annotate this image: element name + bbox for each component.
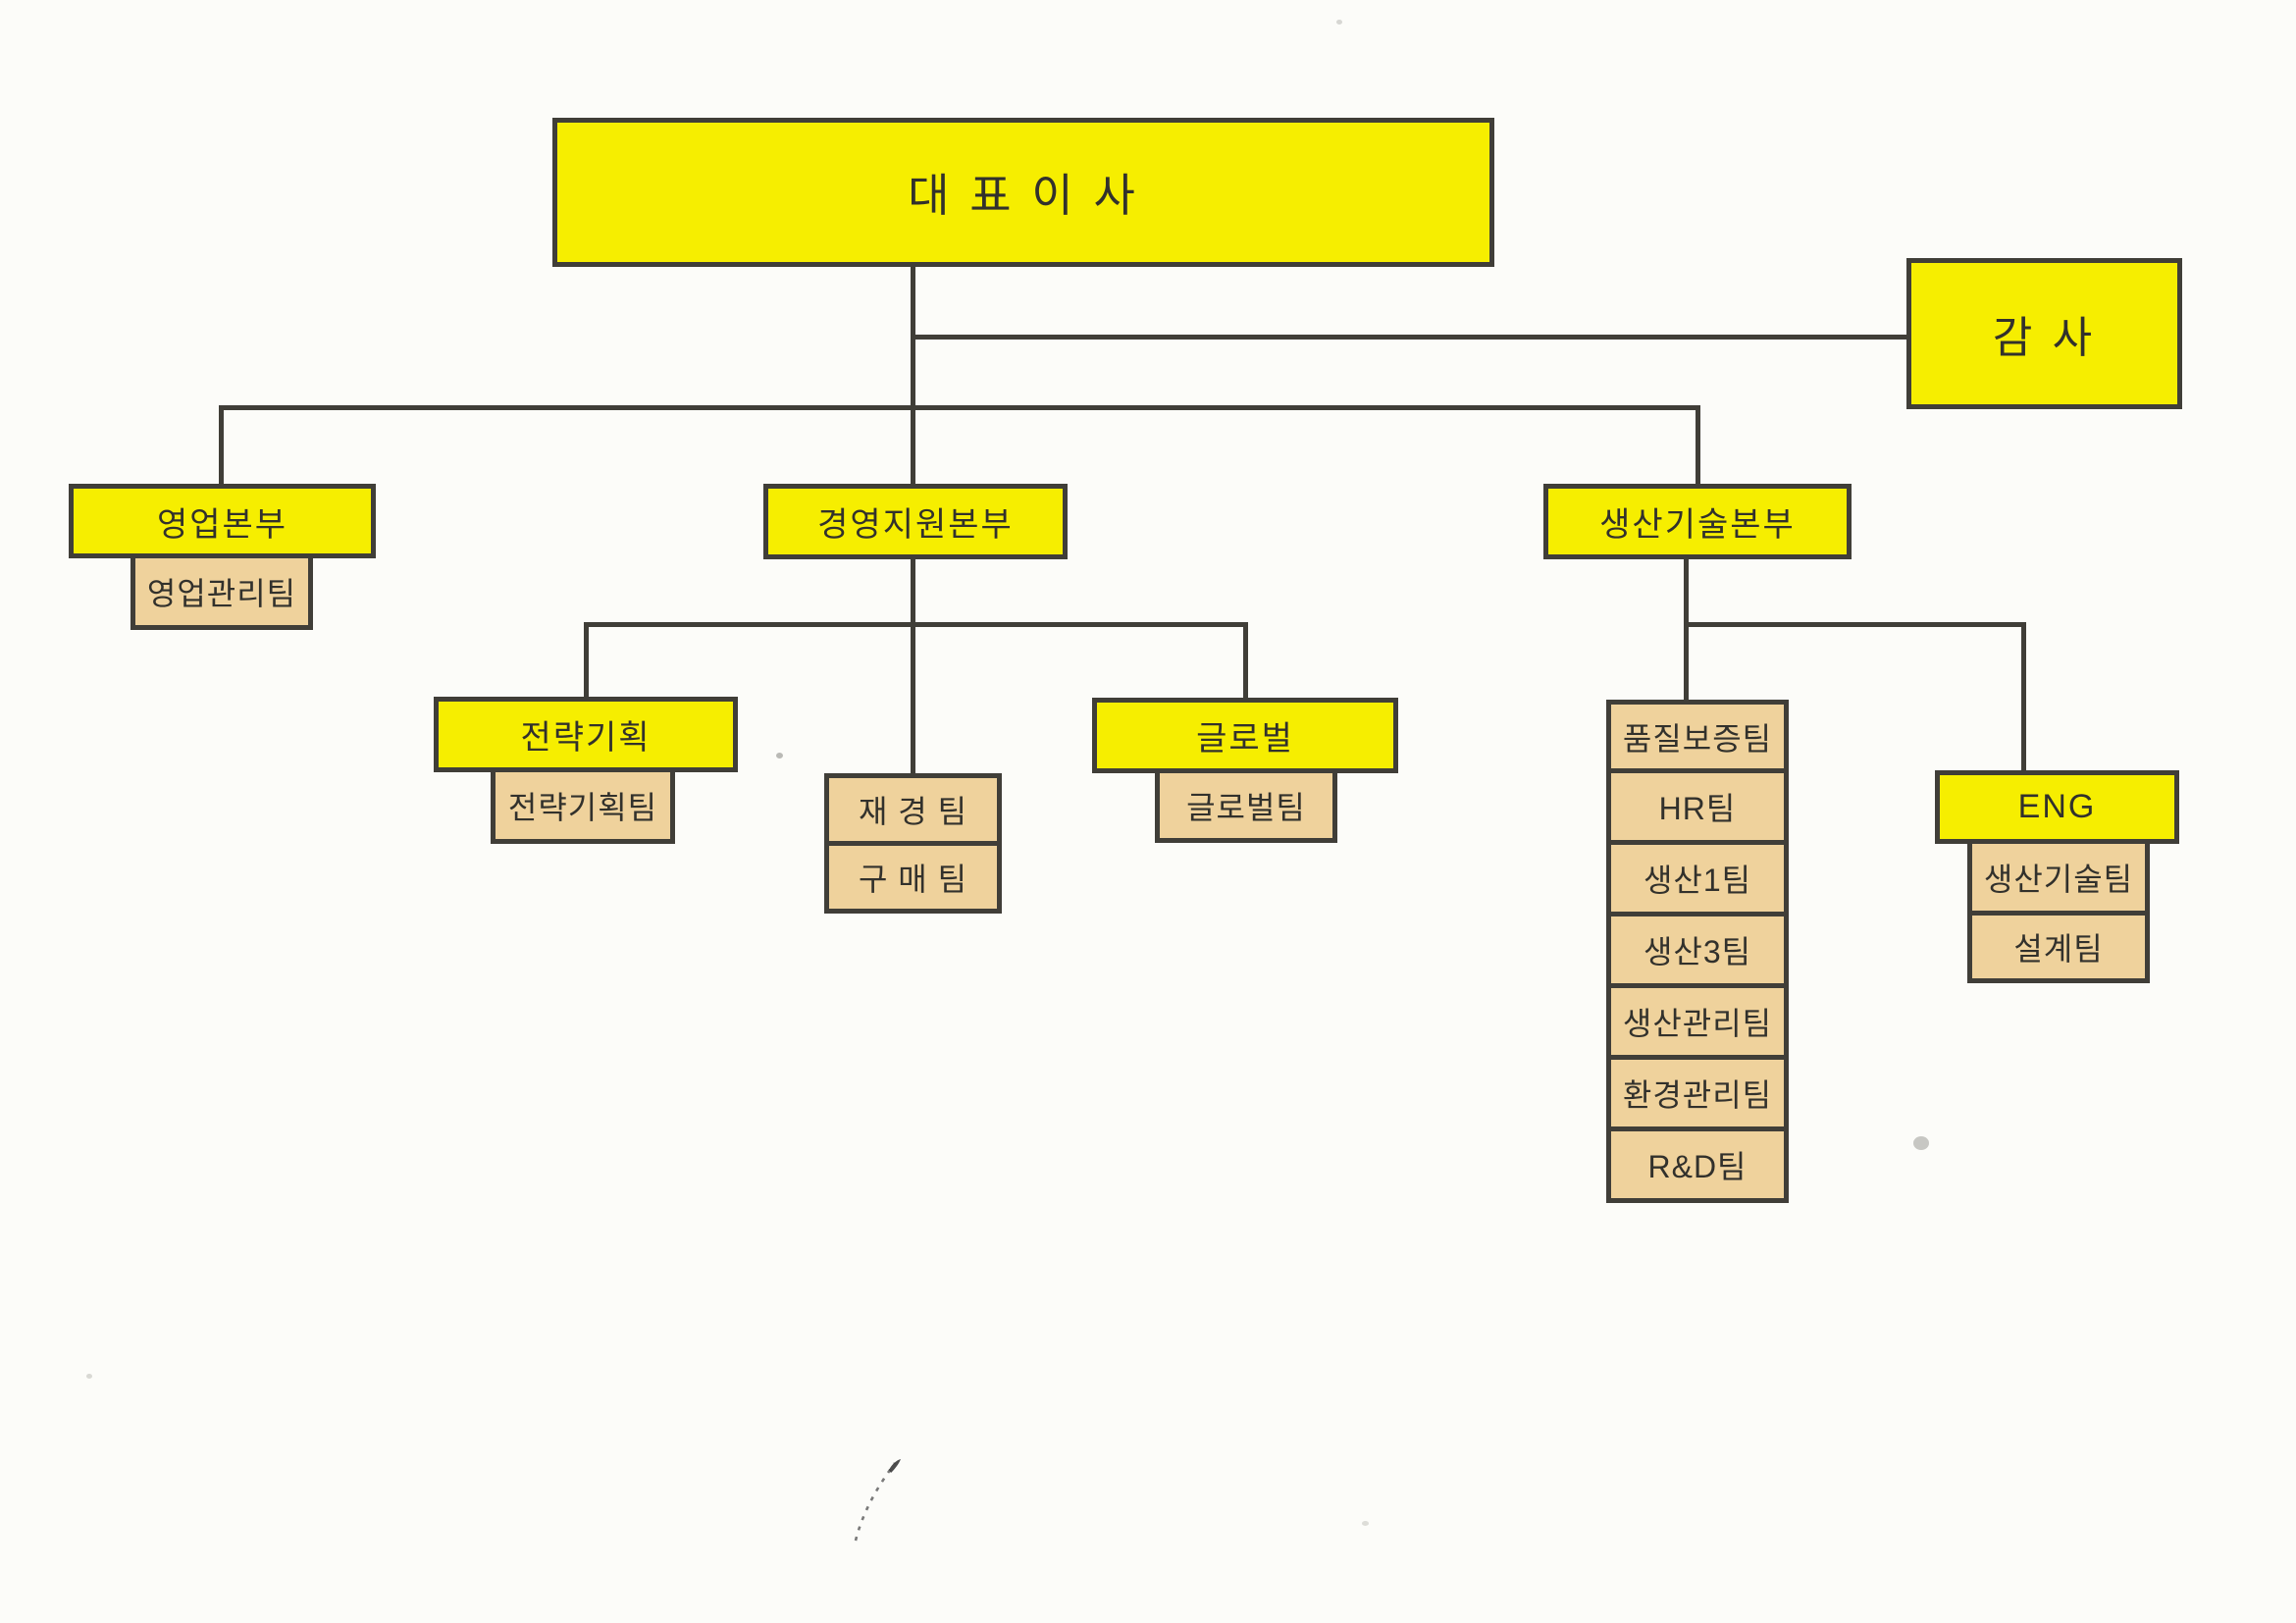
connector-main-rail-line <box>219 405 1700 410</box>
connector-finance-drop-line <box>911 622 915 777</box>
scan-speck <box>1362 1521 1369 1526</box>
connector-eng-drop-line <box>2021 622 2026 774</box>
team-production-technology: 생산기술팀 <box>1983 862 2134 897</box>
node-strategic-planning-team: 전략기획팀 <box>491 767 675 844</box>
connector-prodtech-rail-line <box>1684 622 2026 627</box>
team-production-3: 생산3팀 <box>1611 912 1784 983</box>
strategic-planning-team-label: 전략기획팀 <box>507 790 658 825</box>
scan-speck <box>776 753 783 759</box>
connector-global-drop-line <box>1243 622 1248 702</box>
team-purchasing: 구 매 팀 <box>829 841 997 909</box>
node-auditor: 감 사 <box>1906 258 2182 409</box>
connector-teamcolumn-drop-line <box>1684 622 1689 704</box>
management-support-division-label: 경영지원본부 <box>817 506 1014 544</box>
connector-mgmt-rail-line <box>584 622 1248 627</box>
ceo-label: 대 표 이 사 <box>908 170 1139 221</box>
scan-speck <box>86 1374 92 1379</box>
production-teams-stack: 품질보증팀 HR팀 생산1팀 생산3팀 생산관리팀 환경관리팀 R&D팀 <box>1606 700 1789 1203</box>
node-management-support-division: 경영지원본부 <box>763 484 1068 559</box>
connector-ceo-vertical-line <box>911 263 915 486</box>
connector-strategy-drop-line <box>584 622 589 701</box>
scan-speck <box>1336 20 1342 25</box>
node-strategic-planning: 전략기획 <box>434 697 738 772</box>
global-team-label: 글로벌팀 <box>1186 790 1306 825</box>
team-quality-assurance: 품질보증팀 <box>1622 720 1773 757</box>
team-production-1: 생산1팀 <box>1611 840 1784 912</box>
eng-teams-stack: 생산기술팀 설계팀 <box>1967 839 2150 983</box>
connector-prodtech-vertical-line <box>1684 557 1689 626</box>
team-environment-management: 환경관리팀 <box>1611 1055 1784 1126</box>
sales-division-label: 영업본부 <box>156 505 288 544</box>
auditor-label: 감 사 <box>1992 314 2097 362</box>
node-global: 글로벌 <box>1092 698 1398 773</box>
team-design: 설계팀 <box>1972 911 2145 978</box>
node-global-team: 글로벌팀 <box>1155 768 1337 843</box>
strategic-planning-label: 전략기획 <box>520 719 652 757</box>
node-sales-management-team: 영업관리팀 <box>130 553 313 630</box>
node-eng: ENG <box>1935 770 2179 844</box>
scan-speck <box>1913 1136 1929 1150</box>
production-technology-division-label: 생산기술본부 <box>1599 506 1796 544</box>
sales-management-team-label: 영업관리팀 <box>146 576 297 611</box>
finance-purchasing-stack: 재 경 팀 구 매 팀 <box>824 773 1002 914</box>
scan-scratch-mark <box>854 1459 901 1542</box>
connector-sales-drop-line <box>219 405 224 488</box>
connector-auditor-horizontal-line <box>911 335 1911 340</box>
node-production-technology-division: 생산기술본부 <box>1543 484 1852 559</box>
team-rnd: R&D팀 <box>1611 1126 1784 1198</box>
global-label: 글로벌 <box>1196 720 1294 758</box>
connector-mgmt-vertical-line <box>911 557 915 626</box>
team-hr: HR팀 <box>1611 768 1784 840</box>
eng-label: ENG <box>2017 788 2097 825</box>
connector-production-drop-line <box>1696 405 1700 488</box>
team-finance: 재 경 팀 <box>858 794 968 829</box>
node-ceo: 대 표 이 사 <box>552 118 1494 267</box>
team-production-management: 생산관리팀 <box>1611 983 1784 1055</box>
node-sales-division: 영업본부 <box>69 484 376 558</box>
